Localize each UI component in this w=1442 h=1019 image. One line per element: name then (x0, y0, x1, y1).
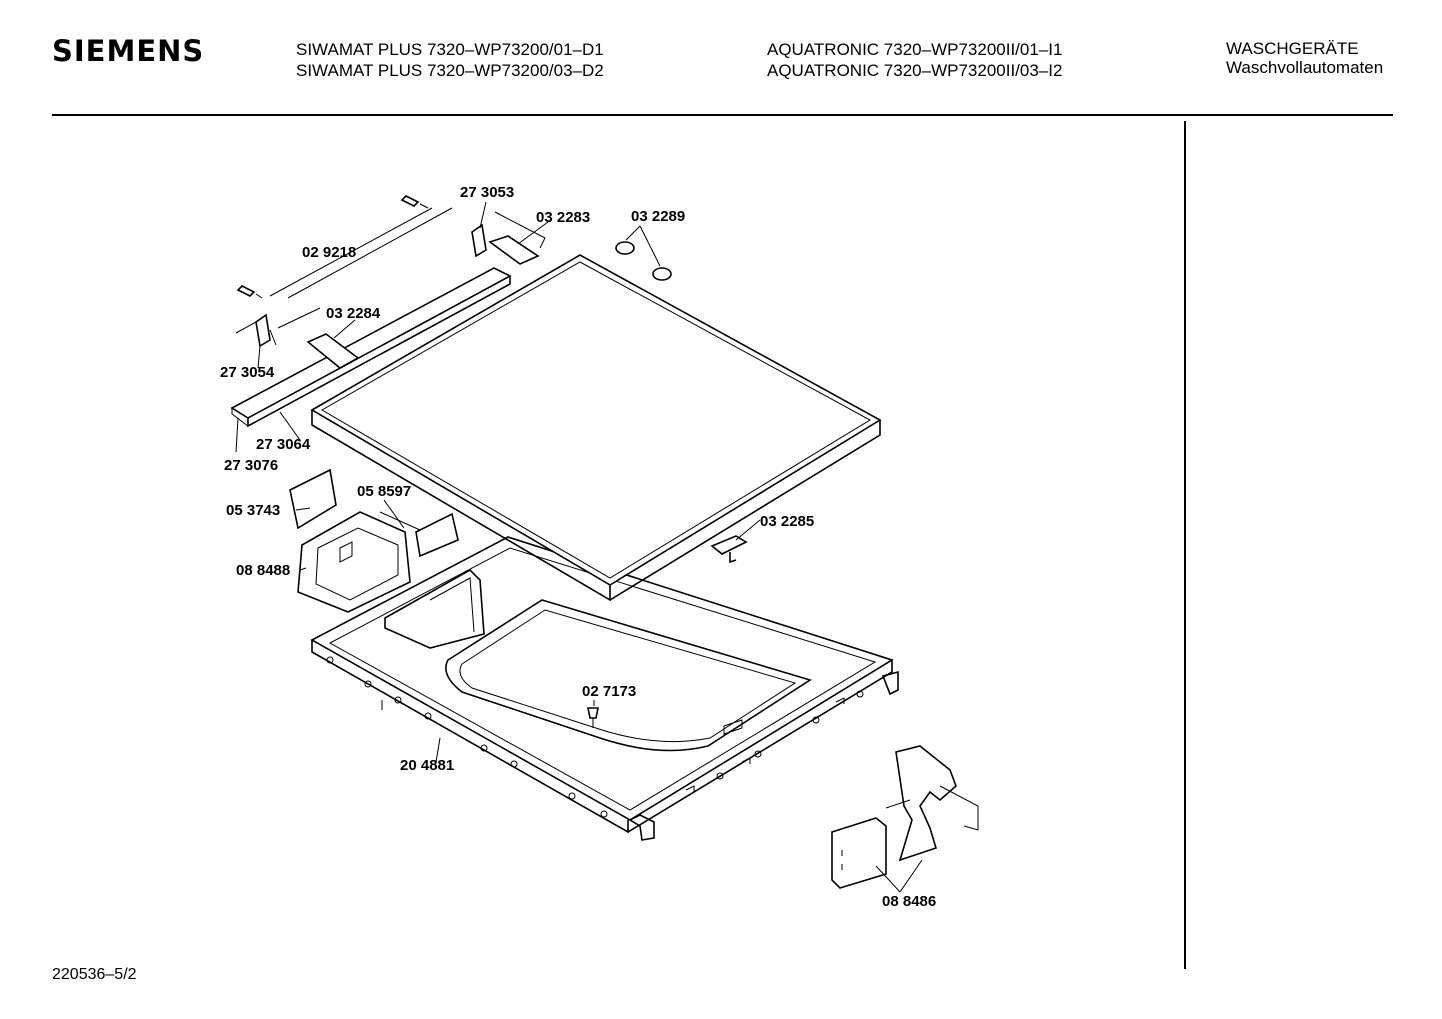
part-label-058597: 05 8597 (357, 483, 411, 500)
top-rail-drawing (230, 267, 512, 428)
siemens-logo: SIEMENS (52, 34, 205, 68)
drawing-id: 220536–5/2 (52, 966, 137, 983)
lid-panel-drawing (310, 254, 882, 602)
part-label-273053: 27 3053 (460, 184, 514, 201)
part-label-053743: 05 3743 (226, 502, 280, 519)
detergent-drawer-drawing (289, 468, 459, 613)
part-label-088486: 08 8486 (882, 893, 936, 910)
side-divider (1184, 121, 1186, 969)
screw-drawing (236, 195, 546, 329)
door-lock-drawing (831, 745, 979, 889)
part-label-027173: 02 7173 (582, 683, 636, 700)
hinge-drawing (235, 223, 487, 348)
part-label-273064: 27 3064 (256, 436, 311, 453)
part-label-273054: 27 3054 (220, 364, 275, 381)
part-label-032289: 03 2289 (631, 208, 685, 225)
base-frame-drawing (310, 536, 899, 841)
leader-lines (235, 201, 923, 893)
part-label-032284: 03 2284 (326, 305, 381, 322)
part-label-029218: 02 9218 (302, 244, 356, 261)
model-line-aquatronic-1: AQUATRONIC 7320–WP73200II/01–I1 (767, 40, 1063, 59)
model-line-aquatronic-2: AQUATRONIC 7320–WP73200II/03–I2 (767, 61, 1063, 80)
part-label-273076: 27 3076 (224, 457, 278, 474)
bracket-drawing (710, 535, 748, 564)
part-label-204881: 20 4881 (400, 757, 454, 774)
part-label-088488: 08 8488 (236, 562, 290, 579)
model-line-siwamat-2: SIWAMAT PLUS 7320–WP73200/03–D2 (296, 61, 604, 80)
small-screw-drawing (587, 707, 599, 728)
header-divider (52, 114, 1393, 116)
part-label-032283: 03 2283 (536, 209, 590, 226)
category-title: WASCHGERÄTE (1226, 39, 1359, 58)
category-subtitle: Waschvollautomaten (1226, 58, 1384, 77)
hinge-plate-drawing (306, 235, 540, 369)
part-label-032285: 03 2285 (760, 513, 814, 530)
foot-drawing (615, 241, 672, 281)
model-line-siwamat-1: SIWAMAT PLUS 7320–WP73200/01–D1 (296, 40, 604, 59)
